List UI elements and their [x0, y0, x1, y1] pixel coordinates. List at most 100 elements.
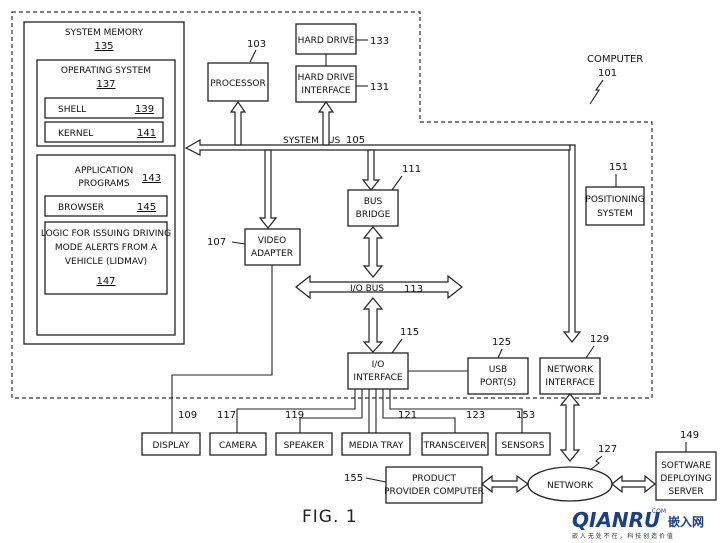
browser-ref: 145: [137, 202, 156, 213]
video-adapter-leader-line: [231, 241, 246, 245]
bus-bridge-leader-line: [391, 175, 403, 191]
camera-box: [209, 432, 267, 456]
logic-line2: MODE ALERTS FROM A: [55, 243, 158, 253]
processor-bus-arrow: [229, 100, 247, 146]
bus-bridge-box: [347, 189, 399, 227]
hard-drive-box: [295, 23, 357, 55]
video-adapter-box: [244, 228, 301, 266]
video-adapter-line2: ADAPTER: [251, 249, 293, 259]
shell-ref: 139: [135, 104, 154, 115]
operating-system-title: OPERATING SYSTEM: [61, 66, 151, 76]
system-bus-label: SYSTEM BUS: [283, 136, 340, 146]
hard-drive-interface-line2: INTERFACE: [301, 86, 350, 96]
io-bus-arrow: [295, 274, 463, 300]
hdi-bus-arrow: [317, 100, 335, 146]
io-interface-box: [347, 352, 409, 390]
iobus-iointerface-arrow: [362, 297, 384, 353]
hard-drive-interface-ref: 131: [370, 82, 389, 93]
video-adapter-line1: VIDEO: [258, 236, 287, 246]
video-adapter-ref: 107: [207, 237, 226, 248]
logic-line3: VEHICLE (LIDMAV): [65, 257, 147, 267]
positioning-system-box: [585, 186, 645, 226]
network-ref: 127: [598, 444, 617, 455]
watermark-tagline: 嵌 入 无 处 不 在 ， 科 技 创 造 价 值: [572, 532, 673, 540]
bus-video-arrow: [258, 149, 278, 229]
network-label: NETWORK: [547, 481, 594, 491]
shell-label: SHELL: [58, 105, 86, 115]
video-display-line: [171, 265, 273, 433]
usb-ports-line1: USB: [489, 365, 507, 375]
transceiver-ref: 123: [466, 410, 485, 421]
software-deploying-ref: 149: [680, 430, 699, 441]
computer-ref: 101: [598, 68, 617, 79]
media-tray-ref: 121: [398, 410, 417, 421]
network-interface-leader-line: [585, 345, 595, 359]
logic-ref: 147: [96, 276, 115, 287]
processor-box: [207, 62, 269, 102]
system-bus-ref: 105: [346, 135, 365, 146]
logic-line1: LOGIC FOR ISSUING DRIVING: [41, 229, 171, 239]
bus-bridge-line2: BRIDGE: [356, 210, 391, 220]
bus-bridge-arrow: [361, 149, 381, 191]
media-tray-box: [341, 432, 411, 456]
product-provider-leader-line: [365, 477, 387, 483]
ni-network-arrow: [559, 393, 581, 462]
sensors-ref: 153: [516, 410, 535, 421]
hard-drive-interface-box: [295, 65, 357, 103]
usb-ports-box: [467, 357, 529, 395]
logic-box: [44, 221, 168, 295]
io-interface-ref: 115: [400, 327, 419, 338]
operating-system-ref: 137: [96, 79, 115, 90]
hard-drive-interface-line1: HARD DRIVE: [298, 73, 355, 83]
network-server-arrow: [611, 474, 656, 494]
io-device-lines: [236, 389, 523, 433]
computer-boundary: [11, 11, 653, 399]
usb-ports-line2: PORT(S): [480, 378, 516, 388]
positioning-system-line2: SYSTEM: [597, 209, 633, 219]
application-programs-line2: PROGRAMS: [78, 179, 130, 189]
network-interface-line2: INTERFACE: [545, 378, 594, 388]
system-memory-title: SYSTEM MEMORY: [65, 28, 144, 38]
processor-label: PROCESSOR: [210, 79, 266, 89]
positioning-system-ref: 151: [609, 162, 628, 173]
camera-label: CAMERA: [219, 441, 258, 451]
kernel-label: KERNEL: [58, 129, 93, 139]
hard-drive-label: HARD DRIVE: [298, 36, 355, 46]
product-provider-line2: PROVIDER COMPUTER: [384, 487, 484, 497]
processor-ref: 103: [247, 39, 266, 50]
hard-drive-ref: 133: [370, 36, 389, 47]
speaker-box: [275, 432, 333, 456]
io-interface-line2: INTERFACE: [353, 373, 402, 383]
transceiver-label: TRANSCEIVER: [423, 441, 487, 451]
camera-ref: 117: [217, 410, 236, 421]
usb-ports-leader-line: [497, 348, 503, 359]
product-provider-box: [385, 466, 483, 504]
system-bus-connector: [562, 144, 582, 343]
io-bus-label: I/O BUS: [350, 284, 384, 294]
watermark-cn: 嵌入网: [668, 514, 704, 529]
computer-leader-line: [589, 79, 604, 105]
software-deploying-line2: DEPLOYING: [660, 474, 711, 484]
kernel-ref: 141: [137, 128, 156, 139]
product-provider-ref: 155: [344, 473, 363, 484]
watermark-dotcom: .COM: [650, 508, 666, 515]
provider-network-arrow: [481, 474, 530, 494]
bus-bridge-line1: BUS: [364, 197, 383, 207]
sensors-label: SENSORS: [502, 441, 545, 451]
sensors-box: [495, 432, 551, 456]
bridge-iobus-arrow: [362, 226, 384, 278]
computer-label: COMPUTER: [587, 54, 643, 65]
display-box: [141, 432, 201, 456]
usb-ports-ref: 125: [492, 337, 511, 348]
processor-leader-line: [249, 49, 257, 63]
network-leader-line: [589, 455, 603, 471]
product-provider-line1: PRODUCT: [412, 474, 457, 484]
speaker-ref: 119: [285, 410, 304, 421]
software-deploying-line1: SOFTWARE: [661, 461, 711, 471]
network-interface-box: [539, 357, 601, 395]
figure-caption: FIG. 1: [302, 507, 358, 527]
shell-box: [44, 97, 164, 119]
io-interface-line1: I/O: [372, 360, 385, 370]
transceiver-box: [421, 432, 489, 456]
io-bus-ref: 113: [404, 284, 423, 295]
